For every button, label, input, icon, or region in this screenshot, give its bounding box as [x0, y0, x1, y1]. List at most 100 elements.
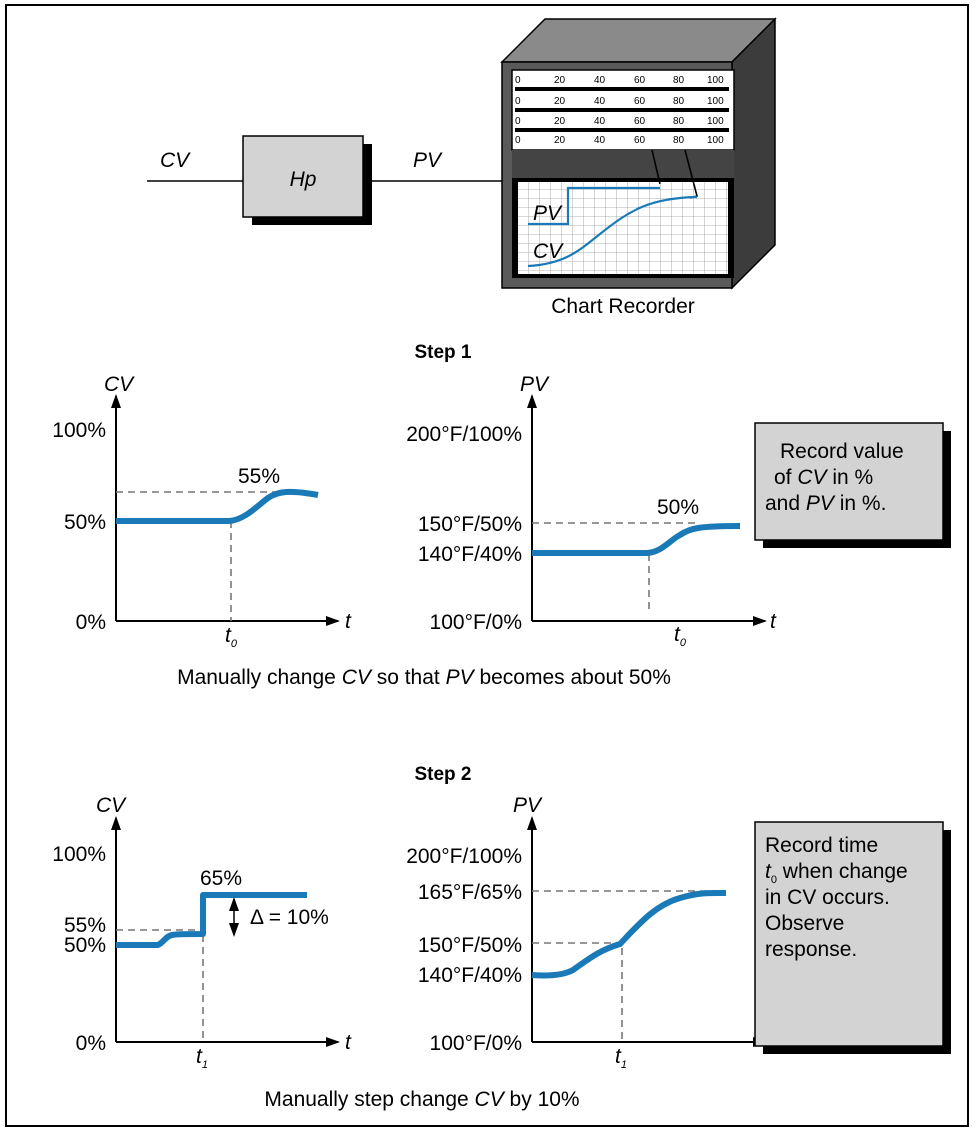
step1-cv-curve	[116, 488, 319, 524]
process-box	[242, 135, 364, 218]
step2-cv-y-label: CV	[96, 794, 127, 817]
step1-pv-x-label: t	[770, 610, 777, 633]
pv-signal-label: PV	[413, 149, 443, 172]
step2-cv-tick-0: 0%	[76, 1032, 106, 1055]
recorder-scale-label: 80	[673, 96, 685, 107]
recorder-pen-bar	[512, 150, 734, 178]
step2-note-line5: response.	[765, 938, 857, 961]
step1-cv-x-label: t	[345, 610, 352, 633]
step2-note-line3: in CV occurs.	[765, 886, 890, 909]
step2-caption: Manually step change CV by 10%	[264, 1088, 579, 1111]
recorder-scale-label: 40	[594, 75, 606, 86]
recorder-scale-label: 0	[515, 135, 521, 146]
step2-cv-t-marker: t1	[196, 1045, 208, 1071]
recorder-scale-label: 60	[634, 116, 646, 127]
step1-pv-annotation: 50%	[657, 496, 699, 519]
recorder-scale-label: 40	[594, 135, 606, 146]
step2-cv-tick-100: 100%	[52, 843, 106, 866]
recorder-scale-label: 20	[554, 75, 566, 86]
step1-caption: Manually change CV so that PV becomes ab…	[177, 666, 671, 689]
step2-cv-curve	[116, 892, 307, 948]
step2-cv-x-label: t	[345, 1031, 352, 1054]
recorder-scale-label: 100	[707, 116, 724, 127]
recorder-scale-label: 0	[515, 75, 521, 86]
recorder-trace-response	[527, 195, 698, 268]
step1-note-box	[754, 422, 944, 541]
recorder-scale-label: 0	[515, 96, 521, 107]
step1-pv-t-marker: t0	[674, 623, 687, 649]
step1-pv-tick-200: 200°F/100%	[406, 423, 522, 446]
step1-note-line1: Record value	[780, 440, 904, 463]
step2-pv-t-marker: t1	[615, 1045, 627, 1071]
step1-cv-y-label: CV	[104, 373, 135, 396]
step2-note-line2: t0 when change	[765, 860, 908, 886]
step1-cv-t-marker: t0	[225, 624, 238, 650]
recorder-scale-label: 80	[673, 116, 685, 127]
process-label: Hp	[290, 168, 317, 191]
step2-pv-tick-150: 150°F/50%	[418, 934, 522, 957]
step1-pv-tick-100: 100°F/0%	[430, 611, 522, 634]
step2-note-line4: Observe	[765, 912, 844, 935]
pen-pointer-pv	[651, 149, 661, 185]
step2-note: Record time t0 when change in CV occurs.…	[754, 821, 951, 1054]
block-diagram: CV Hp PV	[147, 135, 502, 225]
step1-cv-tick-100: 100%	[52, 419, 106, 442]
cv-signal-label: CV	[160, 149, 191, 172]
recorder-top-face	[500, 18, 777, 63]
recorder-scale-label: 40	[594, 116, 606, 127]
step1-pv-curve	[532, 523, 741, 556]
step2-cv-tick-50: 50%	[64, 934, 106, 957]
step2-pv-tick-100: 100°F/0%	[430, 1032, 522, 1055]
step2-title: Step 2	[414, 764, 471, 785]
outer-frame	[5, 4, 969, 1127]
recorder-scale-label: 60	[634, 135, 646, 146]
step1-pv-plot: PV t 200°F/100% 150°F/50% 140°F/40% 100°…	[406, 373, 777, 649]
step1-cv-tick-50: 50%	[64, 511, 106, 534]
step1-note-line2: of CV in %	[774, 466, 873, 489]
step1-cv-annotation: 55%	[238, 465, 280, 488]
step2-pv-tick-165: 165°F/65%	[418, 881, 522, 904]
step1-title: Step 1	[414, 342, 471, 363]
step1-note-line3: and PV in %.	[765, 492, 886, 515]
recorder-trace-step	[528, 186, 660, 226]
step1-cv-tick-0: 0%	[76, 611, 106, 634]
step2-pv-plot: PV t 200°F/100% 165°F/65% 150°F/50% 140°…	[406, 794, 777, 1071]
step1-pv-y-label: PV	[520, 373, 550, 396]
step2-note-box	[754, 821, 944, 1047]
step2-cv-tick-55: 55%	[64, 914, 106, 937]
step2-cv-annotation: 65%	[200, 867, 242, 890]
recorder-trace-cv-label: CV	[533, 240, 564, 263]
chart-recorder: 0 20 40 60 80 100 0 20 40 60 80 100 0 20 40 60 80 100 0 20 4…	[500, 17, 777, 318]
step1-pv-tick-150: 150°F/50%	[418, 513, 522, 536]
step2-pv-curve	[531, 889, 727, 979]
step2-pv-tick-200: 200°F/100%	[406, 845, 522, 868]
step2-pv-tick-140: 140°F/40%	[418, 964, 522, 987]
recorder-scale-label: 100	[707, 96, 724, 107]
recorder-scale-label: 20	[554, 96, 566, 107]
step2-note-line1: Record time	[765, 834, 878, 857]
recorder-scale-label: 100	[707, 75, 724, 86]
step2-pv-y-label: PV	[513, 794, 543, 817]
recorder-trace-pv-label: PV	[533, 202, 563, 225]
recorder-scale-bar	[515, 108, 729, 112]
recorder-scale-label: 20	[554, 116, 566, 127]
recorder-caption: Chart Recorder	[551, 295, 695, 318]
step2-delta-label: Δ = 10%	[250, 906, 329, 929]
step1-cv-plot: CV t 100% 50% 0% 55% t0	[52, 373, 352, 650]
recorder-scale-label: 80	[673, 75, 685, 86]
recorder-scales: 0 20 40 60 80 100 0 20 40 60 80 100 0 20 40 60 80 100 0 20 4…	[515, 75, 729, 146]
step2-cv-plot: CV t 100% 55% 50% 0% 65% Δ = 10% t1	[52, 794, 352, 1071]
recorder-scale-label: 20	[554, 135, 566, 146]
recorder-scale-bar	[515, 87, 729, 91]
recorder-scale-label: 0	[515, 116, 521, 127]
recorder-scale-label: 60	[634, 96, 646, 107]
recorder-side-face	[731, 17, 776, 290]
recorder-scale-label: 40	[594, 96, 606, 107]
recorder-scale-label: 60	[634, 75, 646, 86]
recorder-scale-label: 80	[673, 135, 685, 146]
recorder-scale-label: 100	[707, 135, 724, 146]
step1-pv-tick-140: 140°F/40%	[418, 543, 522, 566]
recorder-scale-bar	[515, 128, 729, 132]
